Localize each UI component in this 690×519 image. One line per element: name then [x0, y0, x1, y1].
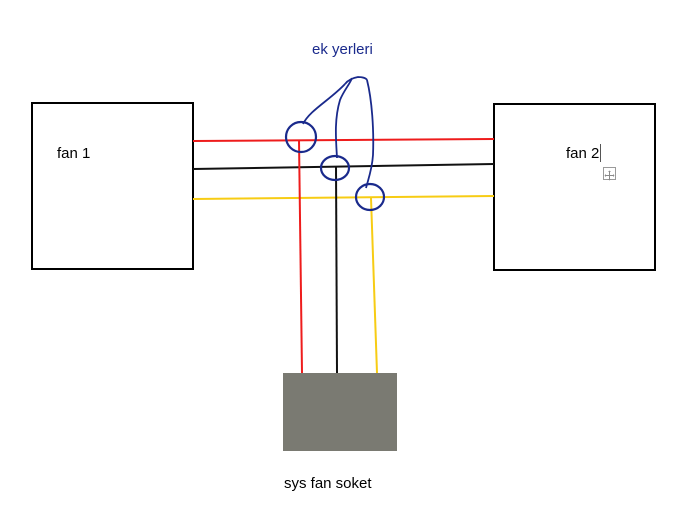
red-wire-horizontal: [192, 138, 495, 142]
black-wire-horizontal: [192, 163, 495, 170]
annotation-stroke-middle: [334, 77, 353, 159]
fan-1-box: [31, 102, 194, 270]
junction-circle-black: [319, 154, 351, 182]
move-arrows-glyph: [604, 170, 615, 181]
yellow-wire-vertical: [370, 197, 378, 374]
yellow-wire-horizontal: [192, 195, 495, 200]
black-wire-vertical: [335, 165, 338, 374]
fan-2-label[interactable]: fan 2: [566, 145, 600, 162]
annotation-stroke-right: [365, 79, 375, 189]
junctions-label: ek yerleri: [312, 41, 373, 58]
fan-1-label: fan 1: [57, 145, 91, 162]
move-arrows-icon[interactable]: [603, 167, 616, 181]
text-cursor: [600, 144, 601, 162]
sys-fan-socket-block: [283, 373, 397, 451]
red-wire-vertical: [298, 139, 303, 374]
annotation-stroke-left: [302, 83, 346, 125]
junction-circle-red: [284, 120, 318, 154]
sys-fan-socket-label: sys fan soket: [284, 475, 372, 492]
fan-2-box: [493, 103, 656, 271]
junction-circle-yellow: [354, 182, 386, 212]
annotation-stroke-top: [344, 76, 368, 85]
